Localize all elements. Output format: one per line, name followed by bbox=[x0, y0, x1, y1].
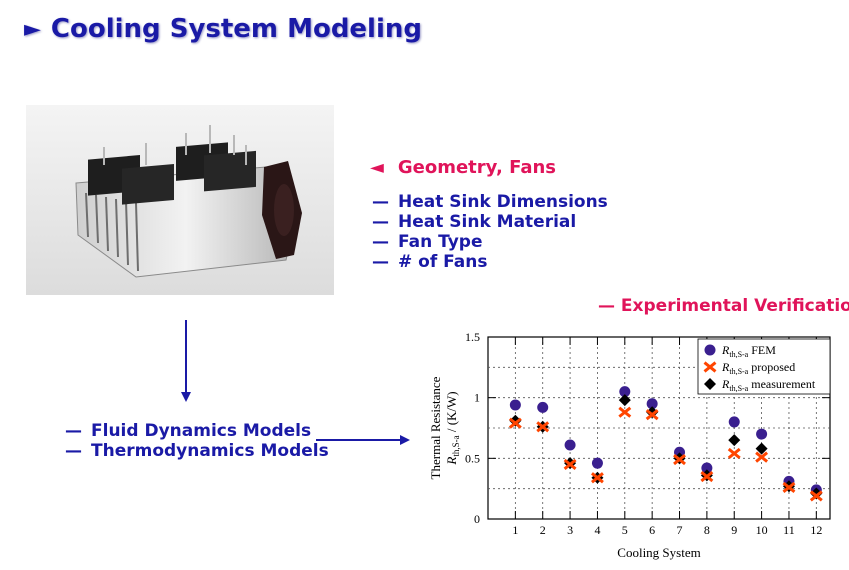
data-point-fem bbox=[646, 398, 658, 410]
list-item: —Fan Type bbox=[372, 232, 483, 252]
data-point-proposed bbox=[645, 409, 659, 421]
x-axis-label: Cooling System bbox=[617, 545, 700, 560]
list-item: —# of Fans bbox=[372, 252, 488, 272]
data-point-proposed bbox=[727, 447, 741, 460]
data-point-fem bbox=[756, 428, 768, 440]
list-item: —Heat Sink Material bbox=[372, 212, 577, 232]
y-axis-label: Thermal Resistance bbox=[428, 376, 443, 479]
legend-marker-proposed bbox=[703, 361, 717, 373]
legend-box bbox=[697, 338, 831, 395]
data-point-proposed bbox=[591, 472, 604, 484]
left-triangle-icon: ◄ bbox=[370, 157, 384, 178]
data-point-fem bbox=[619, 386, 631, 398]
legend-marker-measurement bbox=[704, 378, 716, 390]
experimental-verification-label: — Experimental Verification bbox=[598, 296, 849, 316]
x-tick-label: 9 bbox=[731, 523, 737, 537]
x-tick-label: 6 bbox=[649, 523, 655, 537]
legend-entry: Rth,S-a FEM bbox=[721, 343, 776, 359]
legend-entry: Rth,S-a measurement bbox=[721, 377, 816, 393]
page-title: ► Cooling System Modeling bbox=[24, 14, 422, 44]
legend-marker-fem bbox=[704, 344, 716, 356]
data-point-measurement bbox=[755, 442, 768, 455]
down-arrow-icon bbox=[181, 320, 191, 402]
x-tick-label: 8 bbox=[704, 523, 710, 537]
heat-sink-photo bbox=[26, 105, 334, 295]
x-tick-label: 4 bbox=[594, 523, 600, 537]
y-tick-label: 1 bbox=[474, 391, 480, 405]
data-point-proposed bbox=[755, 451, 769, 463]
data-point-proposed bbox=[563, 458, 577, 470]
list-item: —Thermodynamics Models bbox=[65, 441, 329, 461]
data-point-proposed bbox=[809, 490, 823, 502]
data-point-fem bbox=[564, 439, 576, 451]
y-axis-unit-label: Rth,S-a / (K/W) bbox=[444, 391, 461, 465]
data-point-proposed bbox=[536, 421, 550, 433]
legend-entry: Rth,S-a proposed bbox=[721, 360, 795, 376]
x-tick-label: 12 bbox=[810, 523, 822, 537]
geometry-list: —Heat Sink Dimensions —Heat Sink Materia… bbox=[372, 192, 608, 272]
data-point-fem bbox=[537, 401, 549, 413]
x-tick-label: 1 bbox=[512, 523, 518, 537]
x-tick-label: 5 bbox=[622, 523, 628, 537]
data-point-measurement bbox=[728, 434, 741, 447]
title-text: Cooling System Modeling bbox=[50, 14, 423, 44]
title-triangle-icon: ► bbox=[24, 16, 41, 42]
right-arrow-icon bbox=[316, 435, 410, 445]
data-point-fem bbox=[591, 457, 603, 469]
data-point-fem bbox=[701, 462, 713, 474]
data-point-proposed bbox=[618, 406, 632, 418]
data-point-measurement bbox=[810, 487, 823, 500]
geometry-fans-header: ◄ Geometry, Fans bbox=[370, 157, 556, 178]
models-list: —Fluid Dynamics Models —Thermodynamics M… bbox=[65, 421, 329, 461]
data-point-fem bbox=[509, 399, 521, 411]
geometry-fans-label: Geometry, Fans bbox=[397, 157, 556, 178]
x-tick-label: 2 bbox=[540, 523, 546, 537]
data-point-fem bbox=[728, 416, 740, 428]
data-point-proposed bbox=[782, 481, 796, 494]
list-item: —Fluid Dynamics Models bbox=[65, 421, 312, 441]
x-tick-label: 3 bbox=[567, 523, 573, 537]
y-tick-label: 1.5 bbox=[465, 330, 480, 344]
x-tick-label: 10 bbox=[756, 523, 768, 537]
data-point-proposed bbox=[673, 453, 686, 466]
y-tick-label: 0 bbox=[474, 512, 480, 526]
list-item: —Heat Sink Dimensions bbox=[372, 192, 608, 212]
x-tick-label: 11 bbox=[783, 523, 795, 537]
data-point-fem bbox=[674, 446, 686, 458]
x-tick-label: 7 bbox=[677, 523, 683, 537]
data-point-proposed bbox=[508, 417, 522, 429]
data-point-measurement bbox=[618, 394, 631, 407]
data-point-proposed bbox=[700, 470, 714, 483]
y-tick-label: 0.5 bbox=[465, 451, 480, 465]
